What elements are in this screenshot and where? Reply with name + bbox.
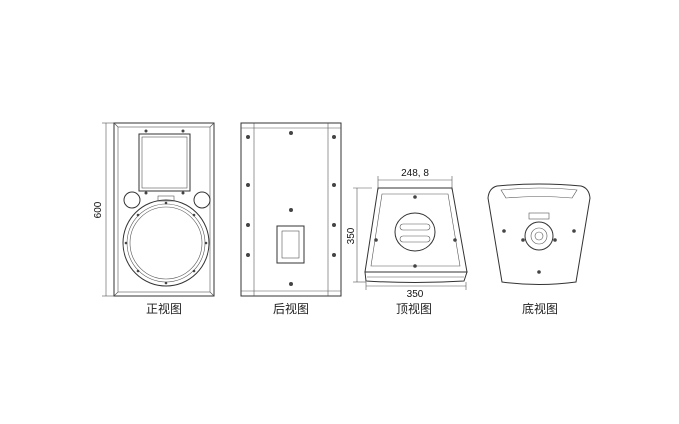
- top-bottom-width-dimension: 350: [407, 289, 424, 300]
- front-view: 600 正视图: [93, 122, 215, 316]
- front-view-caption: 正视图: [146, 301, 182, 316]
- top-view-caption: 顶视图: [396, 301, 432, 316]
- bottom-view: 底视图: [487, 183, 591, 316]
- top-view: 248, 8 350 350 顶视图: [346, 168, 468, 316]
- bottom-view-caption: 底视图: [522, 301, 558, 316]
- back-view: 后视图: [240, 122, 342, 316]
- front-height-dimension: 600: [93, 201, 104, 218]
- top-width-dimension: 248, 8: [401, 168, 429, 179]
- back-view-caption: 后视图: [273, 301, 309, 316]
- top-depth-dimension: 350: [346, 227, 357, 244]
